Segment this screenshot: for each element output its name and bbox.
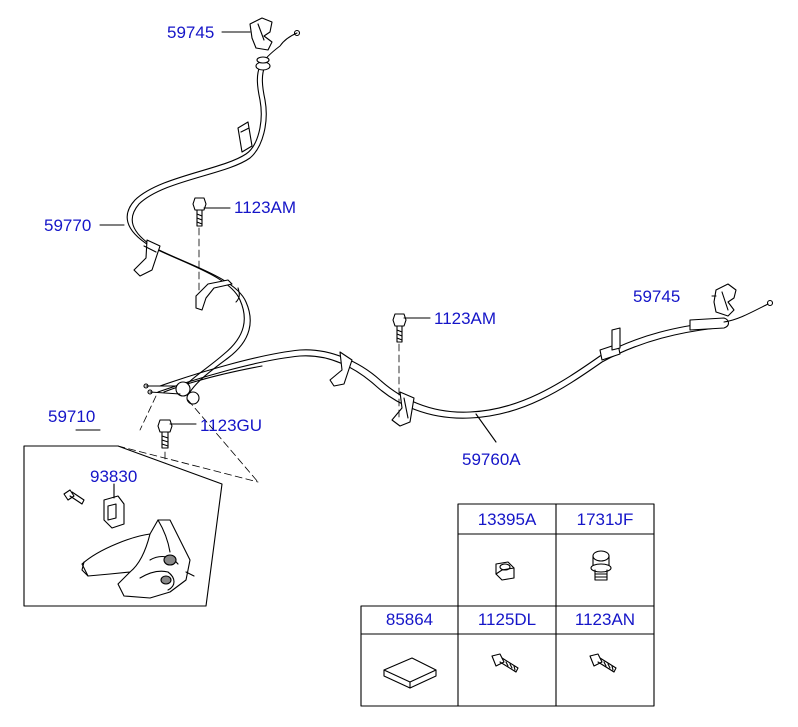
- bolt-1123AM-middle[interactable]: [392, 313, 407, 343]
- label-59745-top[interactable]: 59745: [167, 23, 215, 42]
- table-cell-1731JF[interactable]: 1731JF: [576, 510, 634, 529]
- bolt-icon-1123AN: [589, 653, 617, 673]
- label-59770[interactable]: 59770: [44, 216, 92, 235]
- table-cell-1125DL[interactable]: 1125DL: [477, 610, 537, 629]
- bolt-1123GU[interactable]: [157, 419, 173, 449]
- nut-icon: [495, 561, 515, 581]
- table-cell-85864[interactable]: 85864: [385, 610, 434, 629]
- pad-icon: [383, 657, 437, 689]
- table-cell-1123AN[interactable]: 1123AN: [574, 610, 636, 629]
- table-cell-13395A[interactable]: 13395A: [477, 510, 537, 529]
- clip-59745-top[interactable]: [249, 17, 273, 51]
- rear-cable-59760A[interactable]: [143, 299, 774, 427]
- bracket-93830[interactable]: [103, 495, 125, 529]
- front-cable-59770[interactable]: [126, 29, 301, 393]
- label-59745-right[interactable]: 59745: [633, 287, 681, 306]
- bolt-small-93830[interactable]: [63, 489, 85, 505]
- bolt-icon-1125DL: [491, 653, 519, 673]
- label-93830[interactable]: 93830: [90, 467, 138, 486]
- label-1123GU[interactable]: 1123GU: [200, 416, 263, 435]
- flange-bolt-icon: [590, 550, 612, 581]
- leader-lines: [75, 31, 717, 499]
- bolt-1123AM-upper[interactable]: [192, 197, 207, 227]
- label-1123AM-middle[interactable]: 1123AM: [434, 309, 497, 328]
- parking-brake-lever[interactable]: [81, 519, 195, 599]
- label-59760A[interactable]: 59760A: [462, 450, 521, 469]
- label-1123AM-upper[interactable]: 1123AM: [234, 198, 297, 217]
- label-59710[interactable]: 59710: [48, 407, 96, 426]
- clip-59745-right[interactable]: [713, 283, 737, 317]
